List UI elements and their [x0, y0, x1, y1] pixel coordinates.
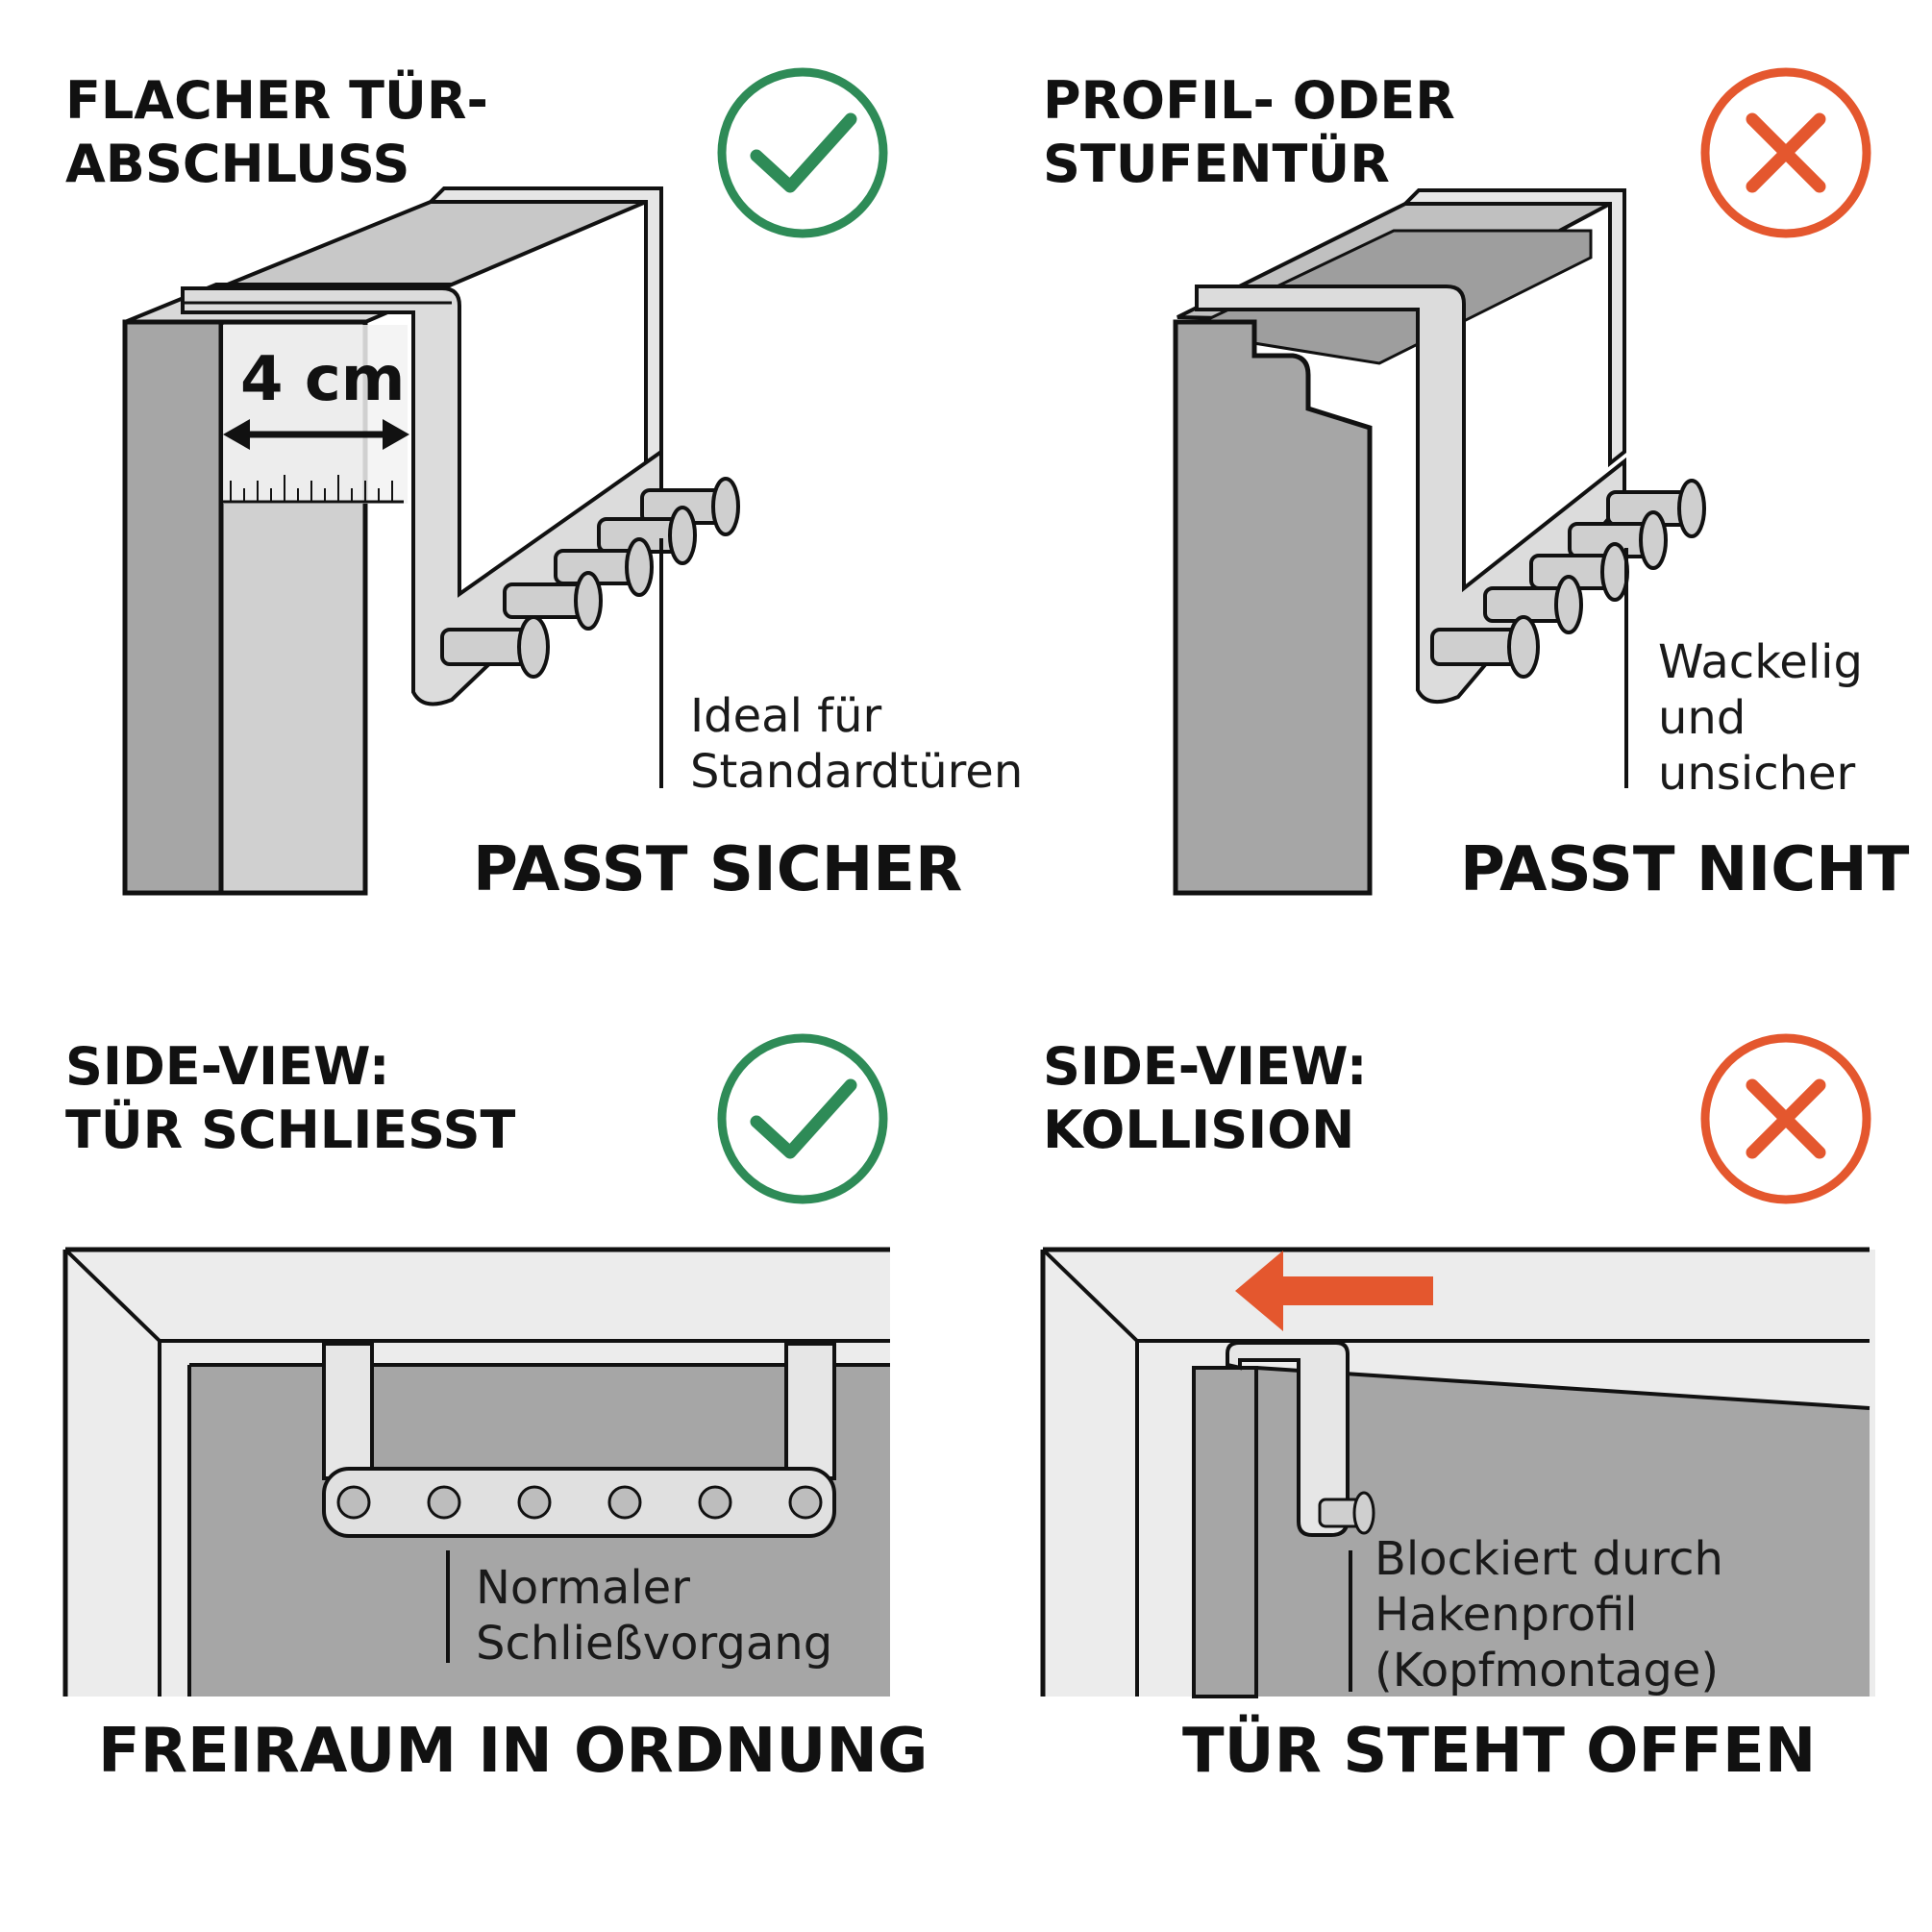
note-line: (Kopfmontage) — [1375, 1644, 1720, 1697]
title-line: ABSCHLUSS — [65, 134, 410, 194]
note-line: Blockiert durch — [1375, 1532, 1723, 1586]
panel-title: FLACHER TÜR- ABSCHLUSS — [65, 69, 488, 196]
note-line: und — [1658, 691, 1746, 745]
note-line: Standardtüren — [690, 745, 1024, 799]
title-line: KOLLISION — [1043, 1100, 1355, 1160]
verdict-label: PASST NICHT — [1460, 834, 1910, 905]
dimension-label: 4 cm — [240, 344, 406, 415]
profile-door-illustration — [1173, 188, 1706, 896]
note-line: Schließvorgang — [476, 1617, 833, 1671]
note-text: Wackelig und unsicher — [1658, 634, 1863, 802]
note-line: Ideal für — [690, 689, 882, 743]
panel-side-view-collision: SIDE-VIEW: KOLLISION Blockiert durch Hak… — [966, 966, 1932, 1932]
door-hook-illustration — [122, 186, 740, 896]
side-view-collision-illustration — [1040, 1247, 1875, 1698]
verdict-label: PASST SICHER — [473, 834, 963, 905]
panel-title: SIDE-VIEW: TÜR SCHLIESST — [65, 1035, 515, 1162]
cross-icon — [1700, 67, 1871, 238]
note-line: Normaler — [476, 1561, 690, 1615]
panel-side-view-closes: SIDE-VIEW: TÜR SCHLIESST Normaler Schlie… — [0, 966, 966, 1932]
panel-flat-door: FLACHER TÜR- ABSCHLUSS — [0, 0, 1023, 966]
title-line: PROFIL- ODER — [1043, 70, 1455, 131]
note-line: Wackelig — [1658, 635, 1863, 689]
note-text: Normaler Schließvorgang — [476, 1560, 832, 1672]
note-line: Hakenprofil — [1375, 1588, 1638, 1642]
title-line: TÜR SCHLIESST — [65, 1100, 516, 1160]
verdict-label: FREIRAUM IN ORDNUNG — [98, 1716, 929, 1787]
note-line: unsicher — [1658, 747, 1856, 801]
cross-icon — [1700, 1033, 1871, 1204]
title-line: SIDE-VIEW: — [1043, 1036, 1368, 1097]
panel-title: SIDE-VIEW: KOLLISION — [1043, 1035, 1367, 1162]
title-line: FLACHER TÜR- — [65, 70, 488, 131]
check-icon — [717, 67, 888, 238]
side-view-ok-illustration — [62, 1247, 890, 1697]
note-text: Blockiert durch Hakenprofil (Kopfmontage… — [1375, 1531, 1723, 1698]
title-line: STUFENTÜR — [1043, 134, 1390, 194]
check-icon — [717, 1033, 888, 1204]
title-line: SIDE-VIEW: — [65, 1036, 390, 1097]
panel-profile-door: PROFIL- ODER STUFENTÜR Wackelig und unsi… — [966, 0, 1932, 966]
verdict-label: TÜR STEHT OFFEN — [1182, 1716, 1817, 1787]
panel-title: PROFIL- ODER STUFENTÜR — [1043, 69, 1455, 196]
note-text: Ideal für Standardtüren — [690, 688, 1023, 800]
